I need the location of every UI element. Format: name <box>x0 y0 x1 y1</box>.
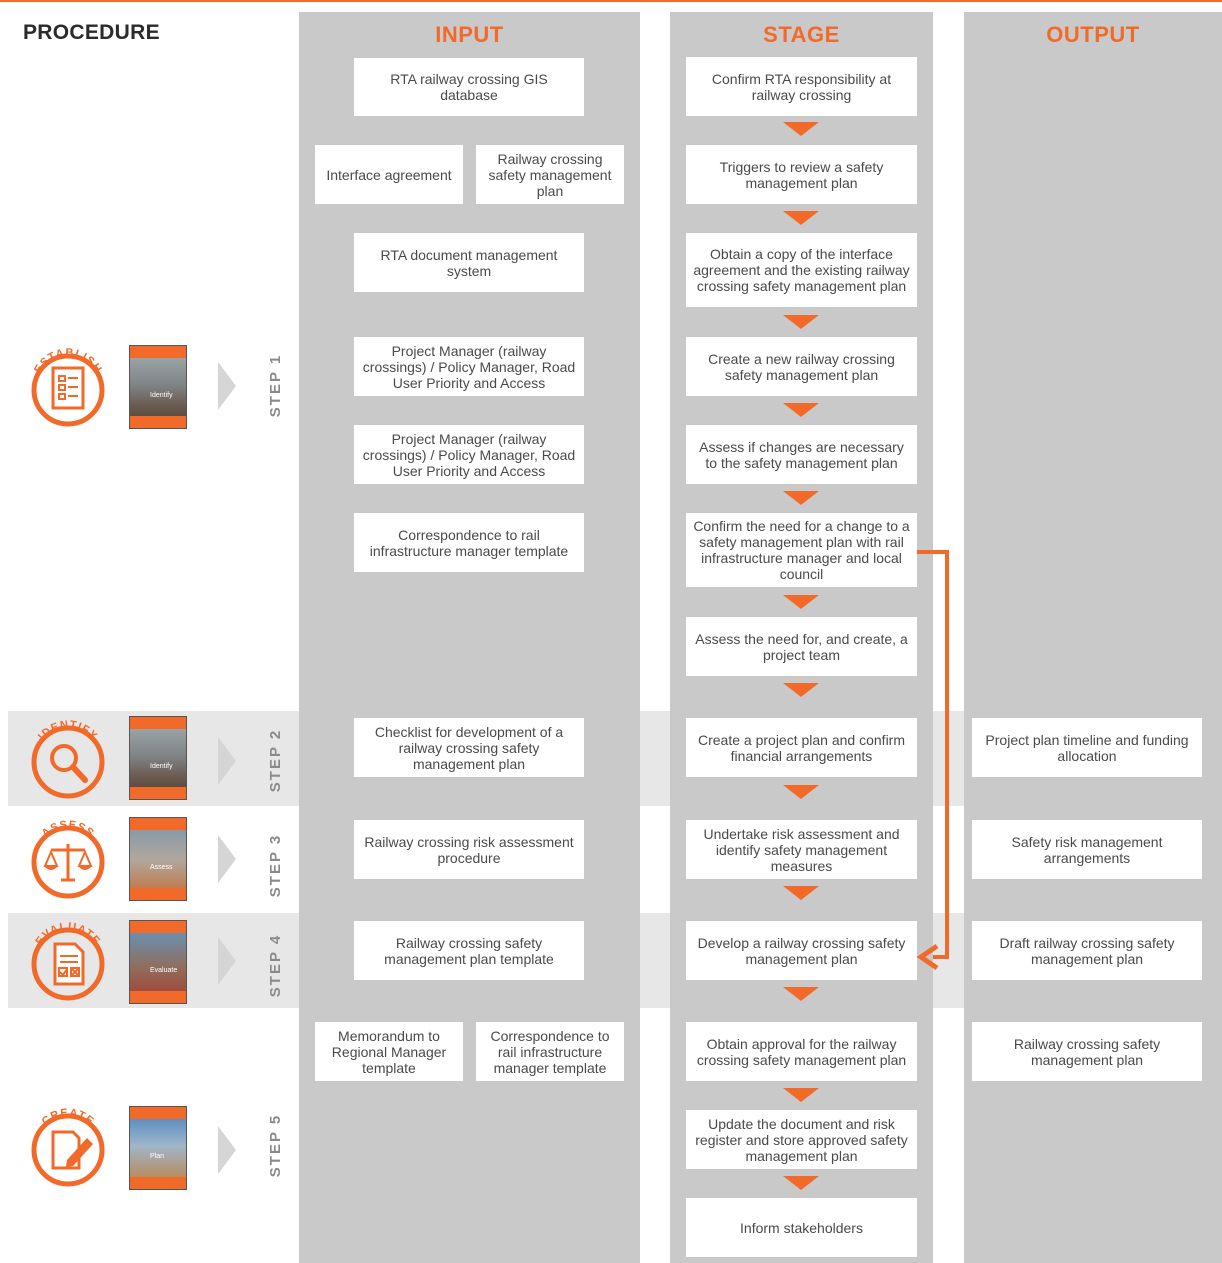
step-5-label: STEP 5 <box>267 1113 285 1177</box>
flow-arrow <box>783 315 819 329</box>
top-rule <box>0 0 1222 2</box>
stage-box: Create a project plan and confirm financ… <box>686 718 917 777</box>
chevron-right-icon <box>218 737 236 785</box>
create-pen-document-icon: CREATE <box>31 1107 105 1187</box>
flow-arrow <box>783 1088 819 1102</box>
chevron-right-icon <box>218 835 236 883</box>
document-thumbnail: Identify <box>129 716 187 800</box>
stage-box: Obtain approval for the railway crossing… <box>686 1022 917 1081</box>
chevron-right-icon <box>218 362 236 410</box>
output-box: Railway crossing safety management plan <box>972 1022 1202 1081</box>
input-box: Railway crossing safety management plan <box>476 145 624 204</box>
input-box: Railway crossing risk assessment procedu… <box>354 820 584 879</box>
input-box: RTA railway crossing GIS database <box>354 58 584 116</box>
input-box: Correspondence to rail infrastructure ma… <box>476 1022 624 1081</box>
output-box: Project plan timeline and funding alloca… <box>972 718 1202 777</box>
page-title: PROCEDURE <box>23 21 160 44</box>
output-box: Draft railway crossing safety management… <box>972 921 1202 980</box>
flow-arrow <box>783 595 819 609</box>
loop-connector-arrow <box>916 550 949 971</box>
step-2-label: STEP 2 <box>267 728 285 792</box>
stage-column-heading: STAGE <box>763 22 840 47</box>
stage-box: Assess the need for, and create, a proje… <box>686 617 917 676</box>
input-box: Railway crossing safety management plan … <box>354 921 584 980</box>
flow-arrow <box>783 683 819 697</box>
stage-box: Inform stakeholders <box>686 1198 917 1257</box>
input-box: Project Manager (railway crossings) / Po… <box>354 425 584 484</box>
flow-arrow <box>783 987 819 1001</box>
document-thumbnail: Assess <box>129 817 187 901</box>
stage-box: Undertake risk assessment and identify s… <box>686 820 917 879</box>
flow-arrow <box>783 211 819 225</box>
document-thumbnail: Identify <box>129 345 187 429</box>
chevron-right-icon <box>218 1126 236 1174</box>
flow-arrow <box>783 403 819 417</box>
input-box: RTA document management system <box>354 233 584 292</box>
document-thumbnail: Plan <box>129 1106 187 1190</box>
stage-box: Triggers to review a safety management p… <box>686 145 917 204</box>
output-box: Safety risk management arrangements <box>972 820 1202 879</box>
step-1-label: STEP 1 <box>267 353 285 417</box>
flow-arrow <box>783 122 819 136</box>
input-box: Checklist for development of a railway c… <box>354 718 584 777</box>
stage-box: Confirm the need for a change to a safet… <box>686 513 917 587</box>
svg-text:ASSESS: ASSESS <box>40 819 97 840</box>
identify-magnifier-icon: IDENTIFY <box>31 719 105 799</box>
chevron-right-icon <box>218 937 236 985</box>
input-box: Project Manager (railway crossings) / Po… <box>354 337 584 396</box>
step-4-label: STEP 4 <box>267 933 285 997</box>
input-column-heading: INPUT <box>435 22 504 47</box>
input-box: Memorandum to Regional Manager template <box>315 1022 463 1081</box>
stage-box: Update the document and risk register an… <box>686 1110 917 1169</box>
stage-box: Create a new railway crossing safety man… <box>686 337 917 396</box>
flow-arrow <box>783 491 819 505</box>
stage-box: Assess if changes are necessary to the s… <box>686 425 917 484</box>
establish-clipboard-list-icon: ESTABLISH <box>31 347 105 427</box>
evaluate-checklist-document-icon: EVALUATE <box>31 921 105 1001</box>
input-box: Interface agreement <box>315 145 463 204</box>
flow-arrow <box>783 886 819 900</box>
svg-text:IDENTIFY: IDENTIFY <box>36 719 100 743</box>
flow-arrow <box>783 785 819 799</box>
stage-box: Develop a railway crossing safety manage… <box>686 921 917 980</box>
document-thumbnail: Evaluate <box>129 920 187 1004</box>
input-box: Correspondence to rail infrastructure ma… <box>354 513 584 572</box>
output-column-heading: OUTPUT <box>1046 22 1140 47</box>
stage-box: Confirm RTA responsibility at railway cr… <box>686 57 917 116</box>
assess-scales-icon: ASSESS <box>31 819 105 899</box>
flow-arrow <box>783 1176 819 1190</box>
stage-box: Obtain a copy of the interface agreement… <box>686 233 917 307</box>
svg-text:CREATE: CREATE <box>40 1107 97 1128</box>
